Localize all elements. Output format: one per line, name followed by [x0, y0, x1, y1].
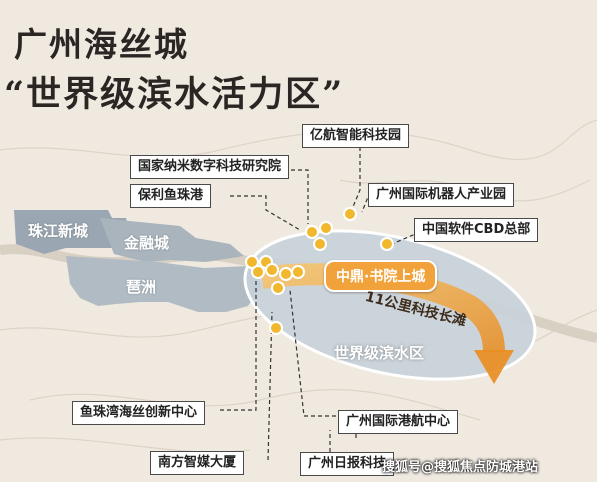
callout-robot: 广州国际机器人产业园 [368, 183, 515, 207]
area-label-financial-city: 金融城 [124, 234, 170, 252]
project-hub-label: 中鼎·书院上城 [324, 260, 438, 292]
tech-coast-arrowhead [474, 350, 514, 384]
callout-yuzhu-bay: 鱼珠湾海丝创新中心 [72, 401, 206, 425]
area-financial-city [100, 218, 244, 262]
callout-nano: 国家纳米数字科技研究院 [130, 155, 290, 179]
callout-yihang: 亿航智能科技园 [302, 124, 410, 148]
tech-coast-arrow [260, 263, 505, 353]
callout-daily: 广州日报科技 [300, 452, 395, 476]
area-label-pazhou: 琶洲 [126, 278, 157, 296]
callout-software: 中国软件CBD总部 [414, 218, 539, 242]
watermark: 搜狐号@搜狐焦点防城港站 [382, 460, 539, 475]
area-pazhou [66, 256, 262, 312]
callout-nanfang: 南方智媒大厦 [150, 451, 245, 475]
callout-baoli: 保利鱼珠港 [130, 184, 212, 208]
page-subtitle: “世界级滨水活力区” [4, 74, 345, 115]
waterfront-zone-label: 世界级滨水区 [334, 344, 425, 362]
area-pearl-river-new-town [14, 210, 130, 254]
location-pins [245, 207, 394, 335]
page-title: 广州海丝城 [14, 25, 189, 64]
callout-port: 广州国际港航中心 [338, 410, 459, 434]
area-label-pearl-river-new-town: 珠江新城 [28, 222, 89, 240]
